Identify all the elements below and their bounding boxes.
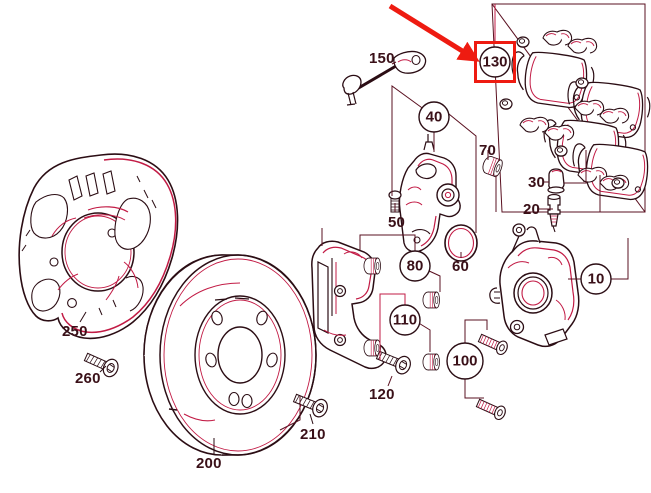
part-label-60: 60: [452, 258, 470, 275]
part-caliper-housing-10: [489, 223, 580, 348]
part-label-70: 70: [479, 142, 497, 159]
callout-label-10: 10: [587, 270, 605, 288]
part-caliper-bolt-100-upper: [476, 331, 510, 357]
callout-label-100: 100: [452, 352, 478, 370]
part-brake-disc-200: [143, 254, 317, 456]
part-label-210: 210: [300, 426, 326, 443]
highlight-arrow: [388, 3, 480, 62]
panel-brake-pad-set: [491, 3, 651, 213]
part-label-200: 200: [196, 455, 222, 472]
part-sleeve-nut-110: [422, 353, 440, 371]
part-bleeder-valve-20: [547, 194, 561, 233]
highlight-box-130: [474, 41, 516, 83]
part-dust-shield-250: [18, 153, 179, 340]
part-caliper-bracket-80: [311, 240, 387, 370]
callout-label-130: 130: [482, 53, 508, 71]
part-caliper-bolt-100-lower: [474, 396, 508, 422]
part-wear-sensor-150: [342, 50, 427, 106]
part-label-20: 20: [523, 201, 541, 218]
part-label-150: 150: [369, 50, 395, 67]
part-label-120: 120: [369, 386, 395, 403]
leader-lines: [79, 4, 629, 455]
callout-label-80: 80: [406, 257, 424, 275]
part-label-30: 30: [528, 174, 546, 191]
part-bleeder-cap-30: [547, 168, 565, 194]
callout-label-40: 40: [425, 108, 443, 126]
part-label-250: 250: [62, 323, 88, 340]
part-caliper-carrier-40: [398, 134, 461, 253]
part-sleeve-nut-80: [422, 291, 440, 309]
part-label-50: 50: [388, 214, 406, 231]
callout-label-110: 110: [392, 311, 418, 329]
callout-circles: [389, 46, 612, 380]
part-label-260: 260: [75, 370, 101, 387]
